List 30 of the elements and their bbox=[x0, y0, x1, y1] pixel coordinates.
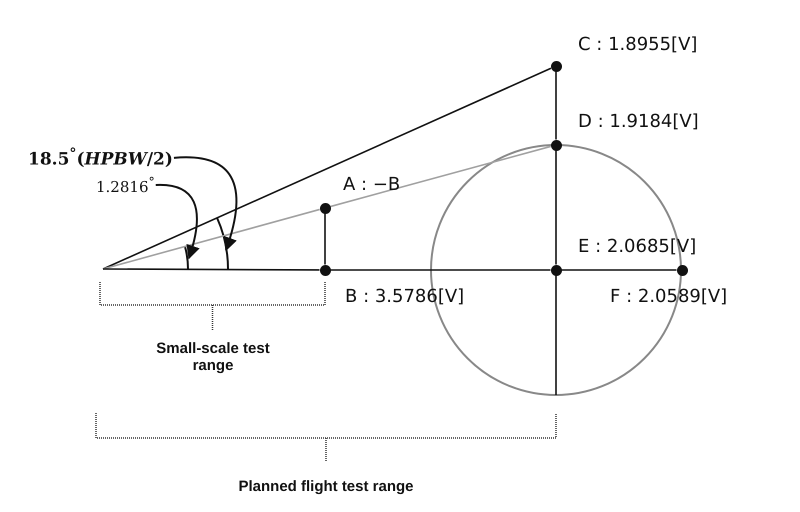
line bbox=[324, 214, 326, 264]
point-label: A : −B bbox=[343, 174, 400, 195]
point-marker bbox=[320, 264, 330, 276]
point-label: E : 2.0685[V] bbox=[578, 236, 696, 257]
line bbox=[330, 269, 550, 271]
angle-arc bbox=[184, 246, 189, 270]
angle-arc bbox=[216, 218, 229, 270]
point-label: D : 1.9184[V] bbox=[578, 111, 699, 132]
line bbox=[562, 269, 676, 271]
point-label: C : 1.8955[V] bbox=[578, 34, 698, 55]
point-marker bbox=[320, 202, 330, 214]
line bbox=[102, 68, 552, 270]
leader-arrow bbox=[174, 156, 238, 252]
point-label: F : 2.0589[V] bbox=[610, 286, 728, 307]
point-marker bbox=[550, 60, 562, 72]
point-marker bbox=[550, 140, 562, 150]
angle-label: 18.5$^{°}$(HPBW/2) bbox=[28, 146, 173, 170]
line bbox=[330, 146, 551, 208]
point-marker bbox=[550, 264, 562, 276]
line bbox=[102, 208, 320, 270]
range-label: Planned flight test range bbox=[237, 478, 415, 495]
line bbox=[555, 150, 557, 264]
point-label: B : 3.5786[V] bbox=[345, 286, 464, 307]
leader-arrow bbox=[156, 184, 200, 260]
angle-label: 1.2816$^{°}$ bbox=[96, 174, 155, 196]
line bbox=[555, 276, 557, 395]
range-label: Small-scale test range bbox=[155, 340, 271, 374]
line bbox=[103, 268, 320, 271]
line bbox=[555, 72, 557, 140]
point-marker bbox=[676, 264, 688, 276]
